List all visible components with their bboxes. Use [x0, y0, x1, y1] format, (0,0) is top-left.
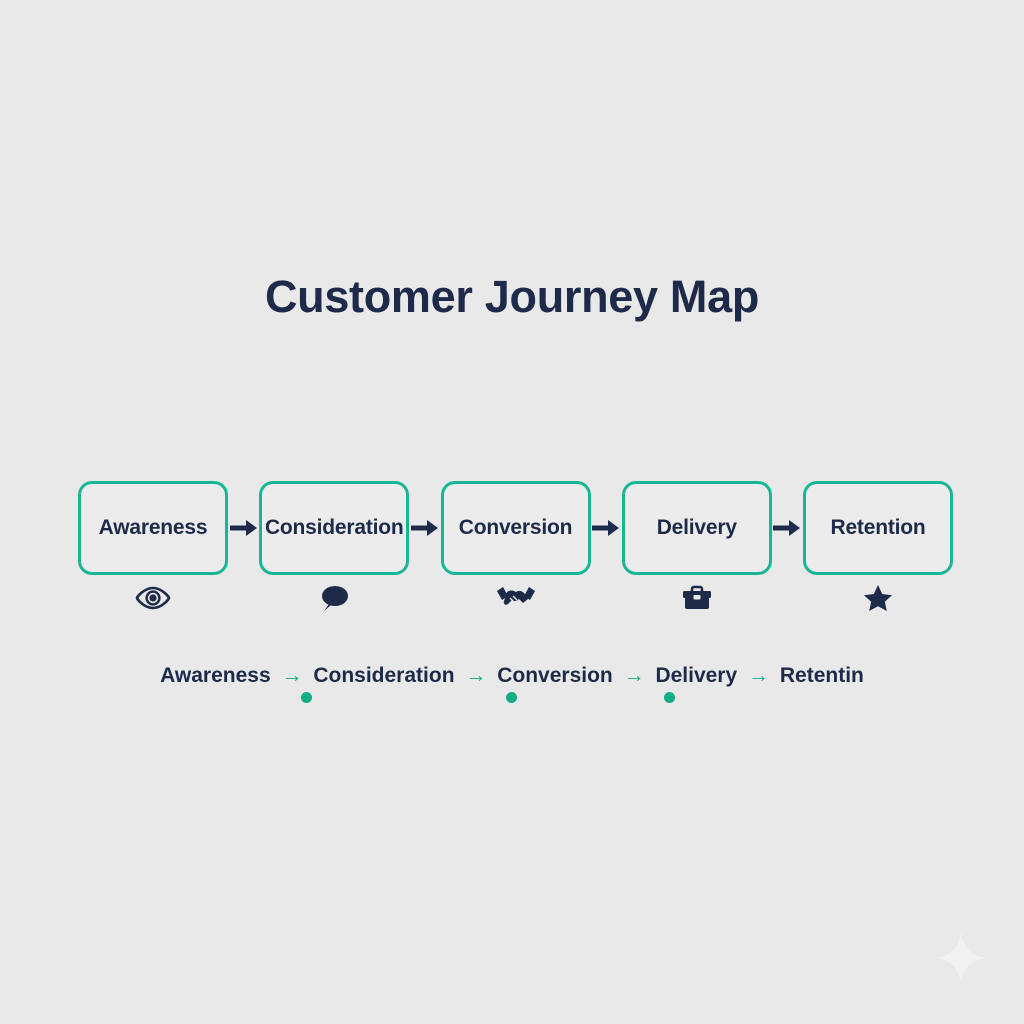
stage-label: Retention [830, 516, 926, 539]
eye-icon [78, 578, 228, 618]
caption-step: Awareness [160, 664, 271, 687]
caption-step: Retentin [779, 664, 864, 687]
stage-box-retention[interactable]: Retention [803, 481, 953, 575]
caption-flow-line: Awareness → Consideration → Conversion →… [0, 660, 1024, 692]
stage-flow-row: Awareness Consideration Conversion [78, 480, 953, 576]
handshake-icon [441, 578, 591, 618]
caption-step: Delivery [655, 664, 738, 687]
stage-label: Delivery [656, 516, 737, 539]
star-icon [803, 578, 953, 618]
stage-box-delivery[interactable]: Delivery [621, 481, 772, 575]
stage-box-consideration[interactable]: Consideration [259, 481, 410, 575]
caption-step: Conversion [497, 664, 613, 687]
flow-arrow-icon [772, 513, 802, 543]
page-title: Customer Journey Map [264, 271, 760, 322]
caption-arrow-icon: → [623, 664, 645, 687]
progress-dot [664, 692, 675, 703]
flow-arrow-icon [410, 513, 440, 543]
flow-arrow-icon [229, 513, 259, 543]
caption-arrow-icon: → [465, 664, 487, 687]
sparkle-icon [933, 930, 989, 986]
flow-arrow-icon [591, 513, 621, 543]
briefcase-icon [622, 578, 772, 618]
stage-box-awareness[interactable]: Awareness [78, 481, 228, 575]
stage-label: Consideration [264, 516, 404, 539]
progress-dot [301, 692, 312, 703]
caption-arrow-icon: → [281, 664, 303, 687]
stage-label: Awareness [98, 516, 208, 539]
stage-icon-row [78, 578, 953, 618]
speech-bubble-icon [259, 578, 409, 618]
caption-arrow-icon: → [748, 664, 770, 687]
caption-step: Consideration [313, 664, 455, 687]
stage-box-conversion[interactable]: Conversion [440, 481, 591, 575]
progress-dot [506, 692, 517, 703]
stage-label: Conversion [458, 516, 573, 539]
